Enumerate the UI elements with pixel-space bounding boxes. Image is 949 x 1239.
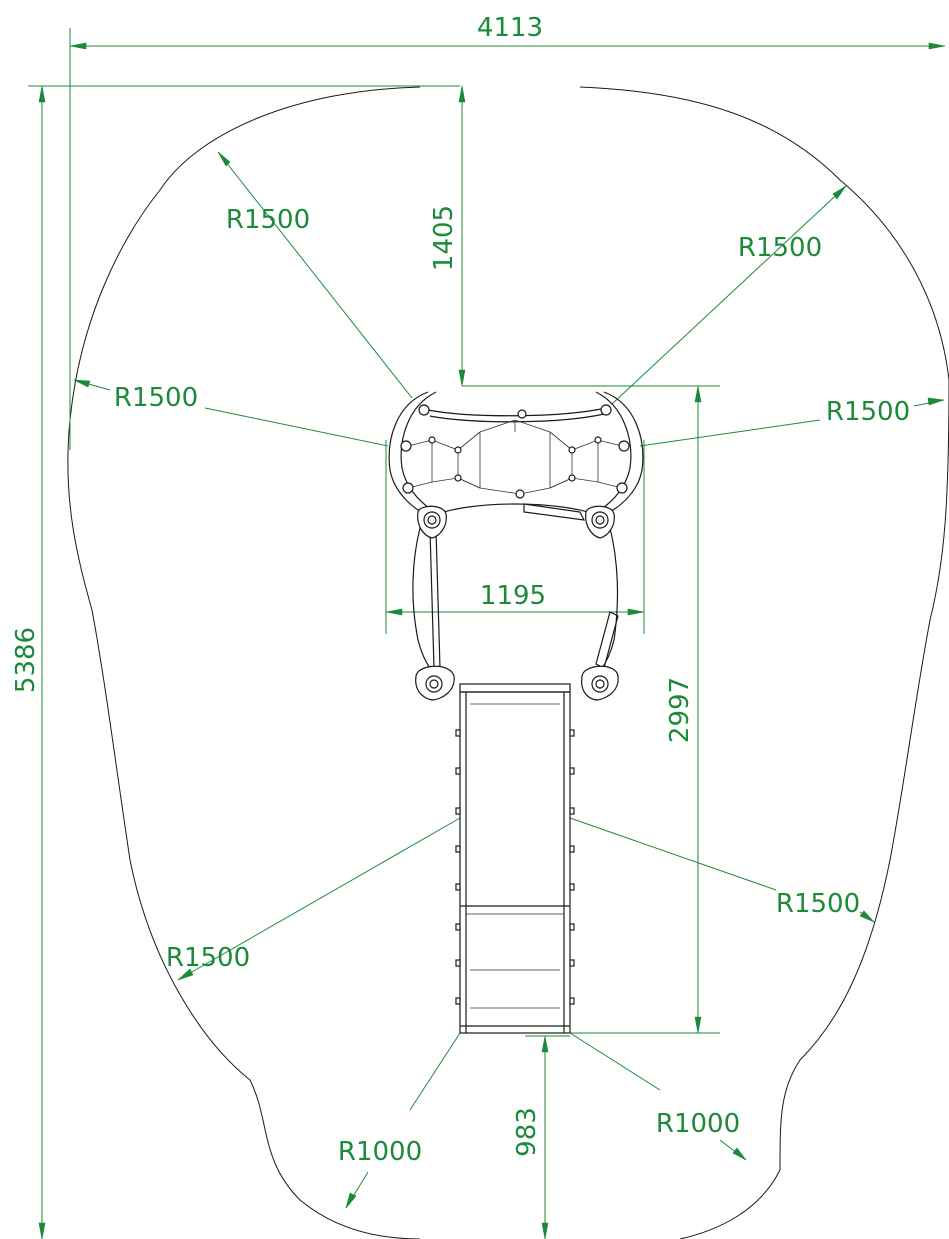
radius-text-top-left: R1500 [226,205,310,235]
safety-zone-outline [67,86,949,1239]
post-fitting-top-left [417,505,447,539]
post-fitting-top-right [585,505,615,539]
radius-top-right: R1500 [611,185,847,405]
dimension-text-2997: 2997 [665,677,695,743]
slide-bolts-left [455,729,461,1005]
climbing-net-frame [388,391,644,517]
post-fitting-bottom-left [415,665,455,701]
radius-low-right: R1500 [569,817,875,923]
radius-mid-left: R1500 [73,379,389,447]
dimension-text-4113: 4113 [477,13,543,43]
radius-bottom-left: R1000 [338,1032,461,1209]
dimension-slide-exit: 983 [512,1035,570,1239]
post-fitting-bottom-right [581,665,619,701]
dimension-text-5386: 5386 [11,627,41,693]
radius-text-mid-left: R1500 [114,383,198,413]
radius-text-low-right: R1500 [776,889,860,919]
radius-mid-right: R1500 [639,397,945,447]
dimension-overall-width: 4113 [69,13,946,450]
dimension-overall-length: 5386 [11,85,460,1239]
slide [455,683,575,1034]
radius-text-bottom-right: R1000 [656,1109,740,1139]
radius-top-left: R1500 [217,151,413,399]
dimension-text-1405: 1405 [429,205,459,271]
dimension-text-1195: 1195 [480,581,546,611]
dimension-top-to-net: 1405 [429,85,720,387]
radius-bottom-right: R1000 [569,1032,747,1161]
radius-text-mid-right: R1500 [826,397,910,427]
radius-low-left: R1500 [166,817,461,981]
dimension-structure-length: 2997 [570,385,720,1034]
radius-text-low-left: R1500 [166,943,250,973]
radius-text-top-right: R1500 [738,233,822,263]
slide-bolts-right [569,729,575,1005]
radius-text-bottom-left: R1000 [338,1137,422,1167]
dimension-net-width: 1195 [385,440,645,634]
dimension-text-983: 983 [512,1107,542,1157]
support-posts [412,503,619,701]
